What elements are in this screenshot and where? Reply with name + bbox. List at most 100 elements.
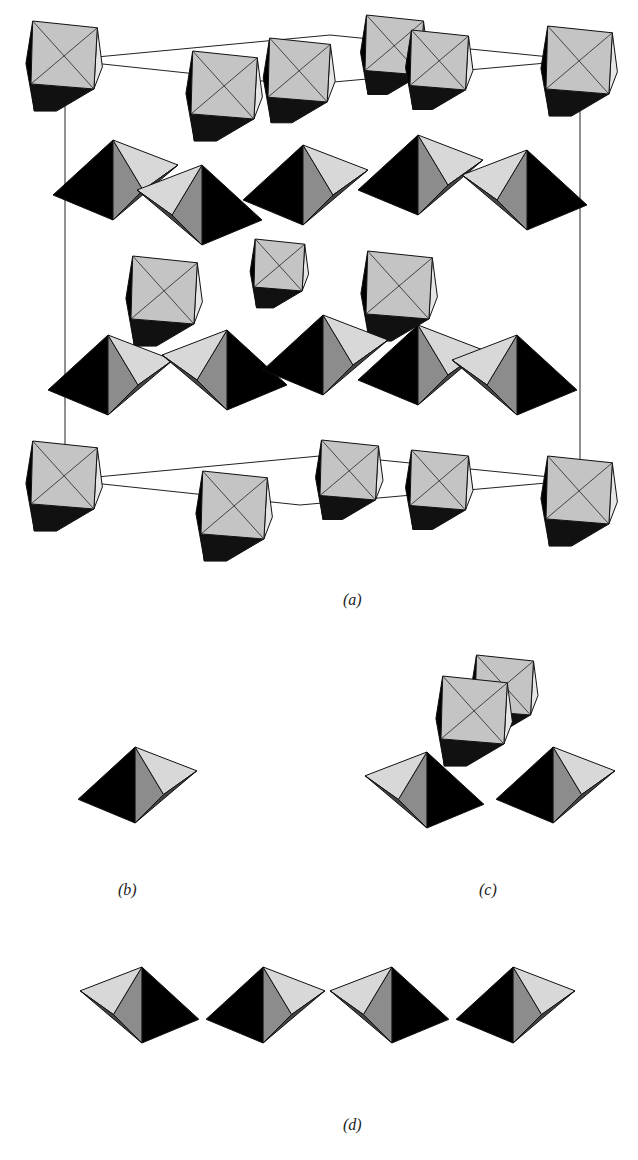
face-diagonal (322, 440, 376, 500)
octahedron (48, 335, 173, 415)
octahedron-face (456, 967, 513, 1043)
face-diagonal (191, 58, 257, 114)
octahedron-face (553, 747, 615, 795)
octahedron-face (162, 330, 227, 380)
octahedron (263, 38, 335, 123)
octahedron-face (410, 450, 469, 510)
octahedron-face (202, 165, 262, 245)
octahedron (330, 967, 449, 1043)
face-diagonal (441, 683, 507, 739)
octahedron-face (162, 355, 227, 410)
octahedron-face (462, 175, 527, 230)
octahedron-face (31, 441, 97, 509)
octahedron-face (303, 170, 368, 225)
octahedron (126, 256, 202, 346)
octahedron (496, 747, 615, 823)
face-diagonal (33, 21, 94, 89)
panel-label: (a) (343, 591, 362, 609)
octahedron (80, 967, 199, 1043)
octahedron-face (108, 335, 173, 385)
octahedron (406, 450, 474, 530)
octahedron-face (48, 335, 108, 415)
octahedron (196, 471, 273, 561)
octahedron (406, 30, 474, 110)
octahedron-face (358, 325, 418, 405)
octahedron-face (513, 967, 575, 1015)
face-diagonal (368, 251, 429, 319)
octahedron-face (201, 471, 267, 539)
face-diagonal (548, 456, 609, 524)
octahedron-face (108, 360, 173, 415)
octahedron (250, 239, 309, 308)
face-diagonal (255, 239, 302, 291)
face-diagonal (410, 456, 469, 506)
octahedron-face (546, 26, 612, 94)
octahedron-face (137, 165, 202, 215)
octahedron (462, 150, 587, 230)
octahedron-face (323, 315, 388, 365)
octahedron-face (517, 335, 577, 415)
octahedron-face (418, 160, 483, 215)
octahedron-face (263, 315, 323, 395)
octahedron (365, 752, 484, 828)
octahedron (436, 676, 513, 766)
octahedron (26, 21, 103, 111)
octahedron (456, 967, 575, 1043)
octahedron-face (191, 51, 257, 119)
octahedron-face (392, 967, 449, 1043)
face-diagonal (33, 441, 94, 509)
face-diagonal (254, 244, 305, 287)
octahedron-face (452, 335, 517, 385)
octahedron (26, 441, 103, 531)
octahedron-face (496, 747, 553, 823)
octahedron-face (206, 967, 263, 1043)
octahedron (206, 967, 325, 1043)
octahedron-face (268, 38, 330, 102)
octahedron-face (263, 967, 325, 1015)
face-diagonal (412, 450, 466, 510)
face-diagonal (443, 676, 504, 744)
octahedron-face (78, 747, 135, 823)
face-diagonal (410, 36, 469, 86)
octahedron-face (80, 991, 142, 1043)
octahedron-face (527, 150, 587, 230)
octahedron-face (330, 991, 392, 1043)
octahedron (186, 51, 263, 141)
unit-cell (65, 35, 580, 505)
octahedron-face (263, 991, 325, 1043)
octahedron-face (366, 251, 432, 319)
octahedron-face (142, 967, 199, 1043)
octahedron-face (358, 135, 418, 215)
octahedron (137, 165, 262, 245)
octahedron-face (452, 360, 517, 415)
octahedron-face (135, 747, 197, 795)
octahedron-face (427, 752, 484, 828)
face-diagonal (131, 263, 197, 319)
octahedron-face (31, 21, 97, 89)
octahedron-face (410, 30, 469, 90)
octahedron-face (53, 140, 113, 220)
face-diagonal (31, 28, 97, 84)
panel-label: (b) (118, 881, 137, 899)
octahedron (541, 26, 618, 116)
face-diagonal (548, 26, 609, 94)
face-diagonal (268, 44, 330, 97)
octahedron-face (254, 239, 305, 291)
octahedron-face (513, 991, 575, 1043)
face-diagonal (203, 471, 264, 539)
octahedron-face (365, 752, 427, 800)
face-diagonal (366, 258, 432, 314)
face-diagonal (412, 30, 466, 90)
face-diagonal (546, 463, 612, 519)
octahedron-face (320, 440, 379, 500)
face-diagonal (270, 38, 328, 102)
octahedron-face (365, 776, 427, 828)
octahedron-face (80, 967, 142, 1015)
panel-label: (c) (479, 881, 497, 899)
octahedron-face (243, 145, 303, 225)
octahedron-face (441, 676, 507, 744)
octahedron-face (553, 771, 615, 823)
face-diagonal (133, 256, 194, 324)
octahedron-face (330, 967, 392, 1015)
